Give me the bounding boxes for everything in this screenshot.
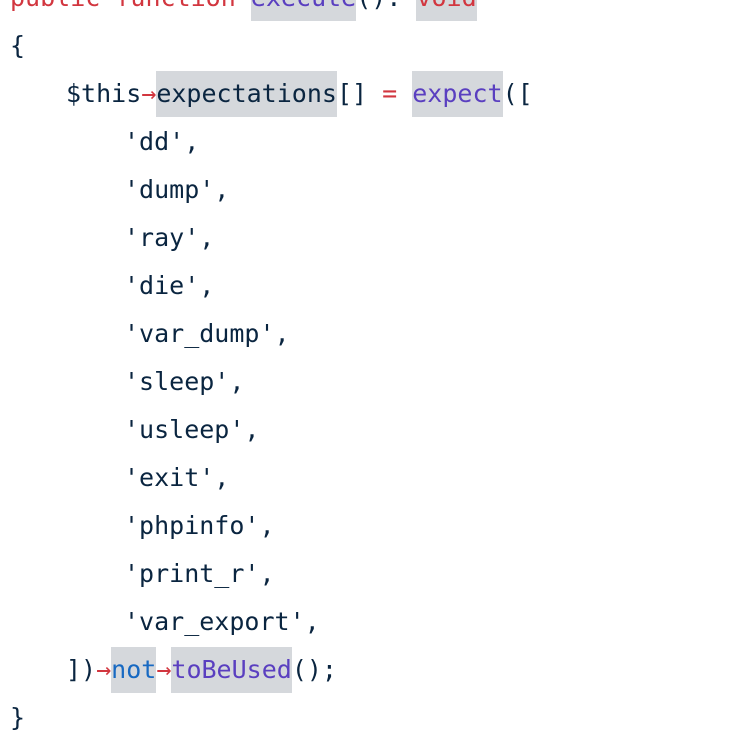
code-line-signature: public function execute(): void bbox=[10, 0, 477, 22]
object-arrow: → bbox=[156, 655, 172, 684]
array-item: 'exit', bbox=[124, 463, 230, 492]
array-item: 'print_r', bbox=[124, 559, 275, 588]
method-name-execute[interactable]: execute bbox=[250, 0, 357, 21]
method-not[interactable]: not bbox=[111, 647, 157, 693]
keyword-function: function bbox=[115, 0, 235, 12]
property-expectations[interactable]: expectations bbox=[156, 71, 337, 117]
array-item: 'usleep', bbox=[124, 415, 260, 444]
array-item: 'sleep', bbox=[124, 367, 245, 396]
array-item: 'dd', bbox=[124, 127, 200, 156]
array-item: 'phpinfo', bbox=[124, 511, 275, 540]
array-item: 'var_dump', bbox=[124, 319, 290, 348]
code-line-open-brace: { bbox=[10, 31, 26, 60]
array-item: 'die', bbox=[124, 271, 215, 300]
object-arrow: → bbox=[96, 655, 112, 684]
method-to-be-used[interactable]: toBeUsed bbox=[171, 647, 292, 693]
object-arrow: → bbox=[141, 79, 157, 108]
keyword-public: public bbox=[10, 0, 100, 12]
array-item: 'var_export', bbox=[124, 607, 320, 636]
assign-operator: = bbox=[382, 79, 398, 108]
code-line-close-brace: } bbox=[10, 703, 26, 732]
this-variable: $this bbox=[66, 79, 142, 108]
array-brackets: [] bbox=[336, 79, 368, 108]
code-line-chain: ])→not→toBeUsed(); bbox=[66, 646, 337, 694]
call-end: (); bbox=[291, 655, 337, 684]
signature-parens: (): bbox=[356, 0, 401, 12]
function-expect[interactable]: expect bbox=[412, 71, 503, 117]
return-type-void[interactable]: void bbox=[416, 0, 477, 21]
array-close: ]) bbox=[66, 655, 97, 684]
array-item: 'dump', bbox=[124, 175, 230, 204]
code-line-assignment: $this→expectations[] = expect([ bbox=[66, 70, 533, 118]
call-open: ([ bbox=[502, 79, 533, 108]
array-item: 'ray', bbox=[124, 223, 215, 252]
